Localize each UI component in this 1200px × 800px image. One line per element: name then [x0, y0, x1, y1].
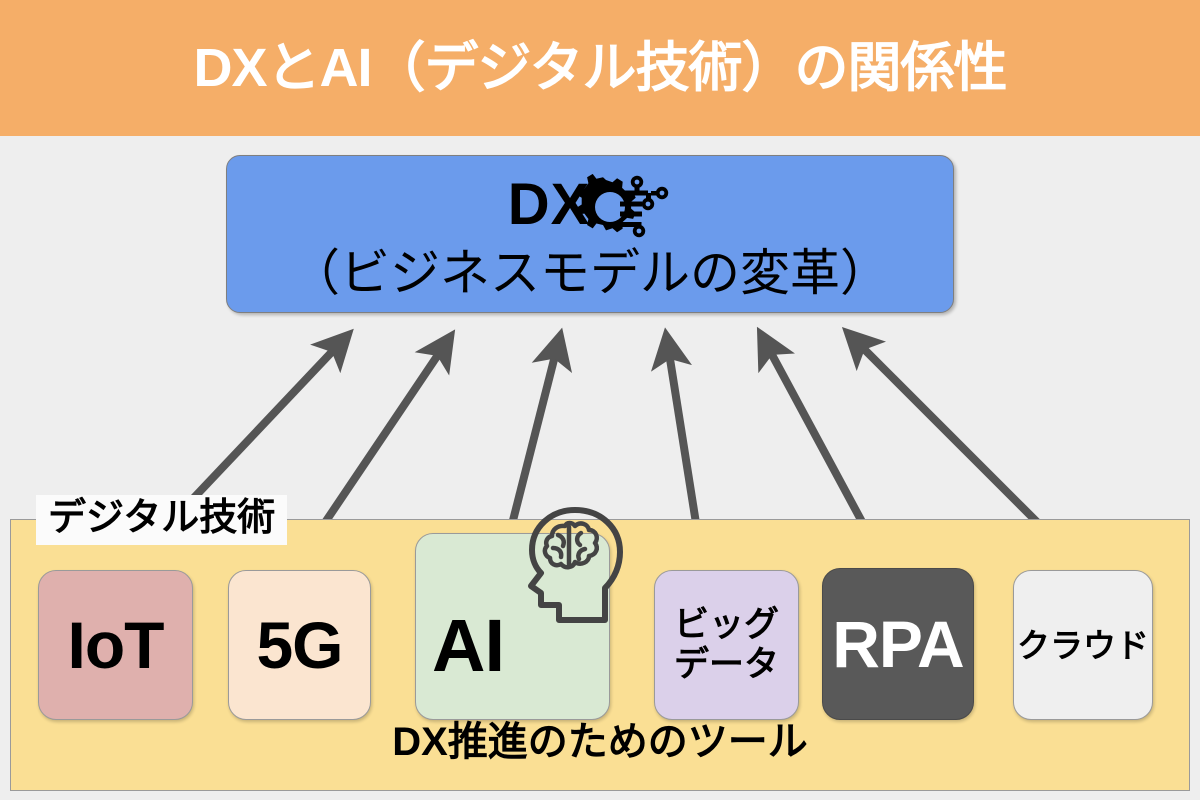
ai-card-inner: AI	[416, 507, 623, 719]
dx-main-box: DX	[226, 155, 954, 313]
dx-title-row: DX	[508, 172, 673, 238]
tool-label-ai: AI	[432, 604, 505, 687]
tool-card-5g[interactable]: 5G	[228, 570, 371, 720]
tool-card-bigdata[interactable]: ビッグ データ	[654, 570, 799, 720]
tool-card-ai[interactable]: AI	[415, 507, 623, 720]
tool-card-iot[interactable]: IoT	[38, 570, 193, 720]
dx-title: DX	[507, 172, 591, 237]
gear-circuit-icon	[576, 173, 672, 240]
tool-label-iot: IoT	[67, 608, 165, 682]
dx-subtitle: （ビジネスモデルの変革）	[290, 245, 890, 301]
tools-panel-caption: DX推進のためのツール	[392, 720, 808, 764]
tool-label-cloud: クラウド	[1017, 626, 1149, 664]
tool-label-rpa: RPA	[832, 607, 964, 681]
tool-card-cloud[interactable]: クラウド	[1013, 570, 1153, 720]
header-band	[0, 0, 1200, 136]
tool-label-5g: 5G	[256, 608, 343, 682]
tool-label-bigdata: ビッグ データ	[673, 604, 779, 684]
brain-head-icon	[519, 502, 627, 628]
tool-card-rpa[interactable]: RPA	[822, 568, 974, 720]
page-title: DXとAI（デジタル技術）の関係性	[193, 38, 1008, 98]
digital-technology-tag: デジタル技術	[36, 495, 288, 545]
